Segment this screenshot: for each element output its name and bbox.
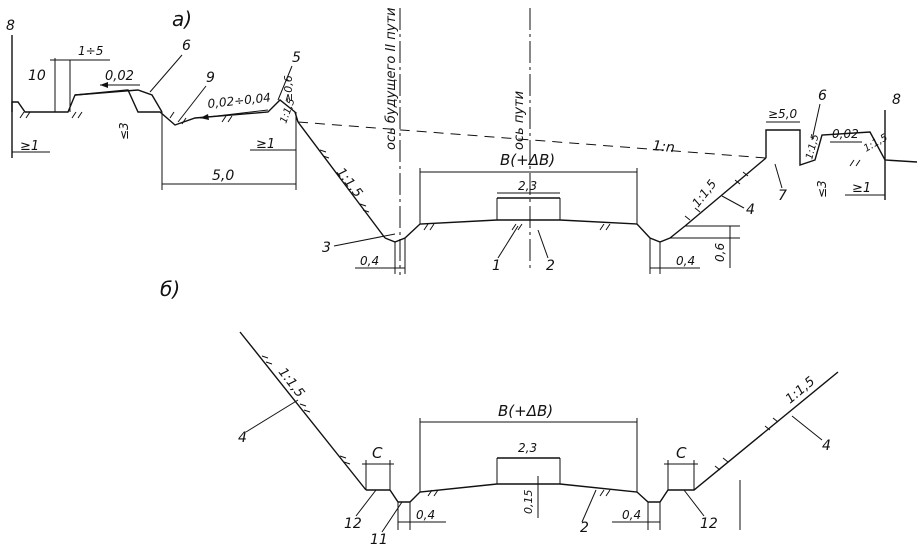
axis-future-track-label: ось будущего II пути [384,8,399,150]
depth-right: ≤3 [815,180,829,198]
leader-5 [277,65,293,101]
bank-height: ≥0,6 [282,75,295,102]
gradient-mid: 0,02÷0,04 [207,90,272,111]
section-a-label: а) [172,7,192,31]
leader-7 [774,163,783,189]
b-marker-11: 11 [370,532,388,546]
marker-8-right: 8 [892,92,901,108]
b-subgrade-profile [366,371,839,503]
marker-4-a: 4 [746,202,755,218]
hatching-b [261,355,779,497]
b-marker-4-left: 4 [238,430,247,446]
b-center-width: 2,3 [518,441,537,455]
marker-2: 2 [546,258,555,274]
gradient-right: 0,02 [832,127,859,141]
left-bank [74,89,163,113]
ge1-right: ≥1 [852,181,871,196]
gradient-mid-arrow [199,109,269,119]
b-leader-12-right [683,489,705,517]
ge1-left: ≥1 [20,139,39,154]
b-leader-12-left [355,489,377,517]
slope-right: 1:1,5 [689,177,719,210]
left-main-slope [297,121,386,239]
subgrade-profile [384,219,686,243]
hatching-a [19,111,861,231]
leader-3 [333,233,396,247]
distance-5: 5,0 [212,168,234,184]
b-width-label: B(+ΔB) [498,402,553,420]
center-width: 2,3 [518,179,537,193]
leader-2 [537,229,549,259]
leader-6-right [811,103,821,141]
leader-9 [177,85,207,123]
marker-1: 1 [492,258,501,274]
marker-6-left: 6 [182,38,191,54]
marker-9: 9 [206,70,215,86]
b-marker-12-right: 12 [700,516,718,532]
b-marker-2: 2 [580,520,589,536]
b-left-slope [239,331,367,491]
ge1-mid: ≥1 [256,137,275,152]
marker-7: 7 [778,188,787,204]
b-leader-4-left [245,399,299,433]
gradient-mid-arrowhead [200,114,209,120]
right-main-slope [684,157,767,227]
b-offset-left: 0,4 [416,508,435,522]
slope-n-label: 1:n [652,138,676,156]
left-ground-profile [11,89,299,126]
gradient-left-arrowhead [100,82,108,88]
leader-1 [497,225,519,259]
b-berm-left: C [372,444,383,462]
b-marker-12-left: 12 [344,516,362,532]
depth-left: ≤3 [117,122,131,140]
offset-left: 0,4 [360,254,379,268]
width-label: B(+ΔB) [500,151,555,169]
right-bank [765,129,917,166]
b-depth: 0,15 [522,490,535,515]
min-5-right: ≥5,0 [768,107,798,121]
leader-6-left [149,54,183,93]
section-b-label: б) [160,277,180,301]
b-offset-right: 0,4 [622,508,641,522]
axis-track-label: ось пути [512,91,527,150]
slope-bank-left: 1÷5 [78,44,103,58]
offset-right: 0,4 [676,254,695,268]
b-leader-2 [581,489,597,523]
slope-main: 1:1,5 [333,165,365,200]
height-06: 0,6 [713,243,727,262]
marker-10: 10 [28,68,46,84]
b-berm-right: C [676,444,687,462]
marker-5: 5 [292,50,301,66]
slope-n-line [297,121,767,159]
b-leader-4-right [791,415,823,441]
leader-4-a [721,195,745,209]
marker-6-right: 6 [818,88,827,104]
b-leader-11 [381,501,403,533]
gradient-left: 0,02 [105,69,134,84]
b-marker-4-right: 4 [822,438,831,454]
marker-3: 3 [322,240,331,256]
marker-8-left: 8 [6,18,15,34]
